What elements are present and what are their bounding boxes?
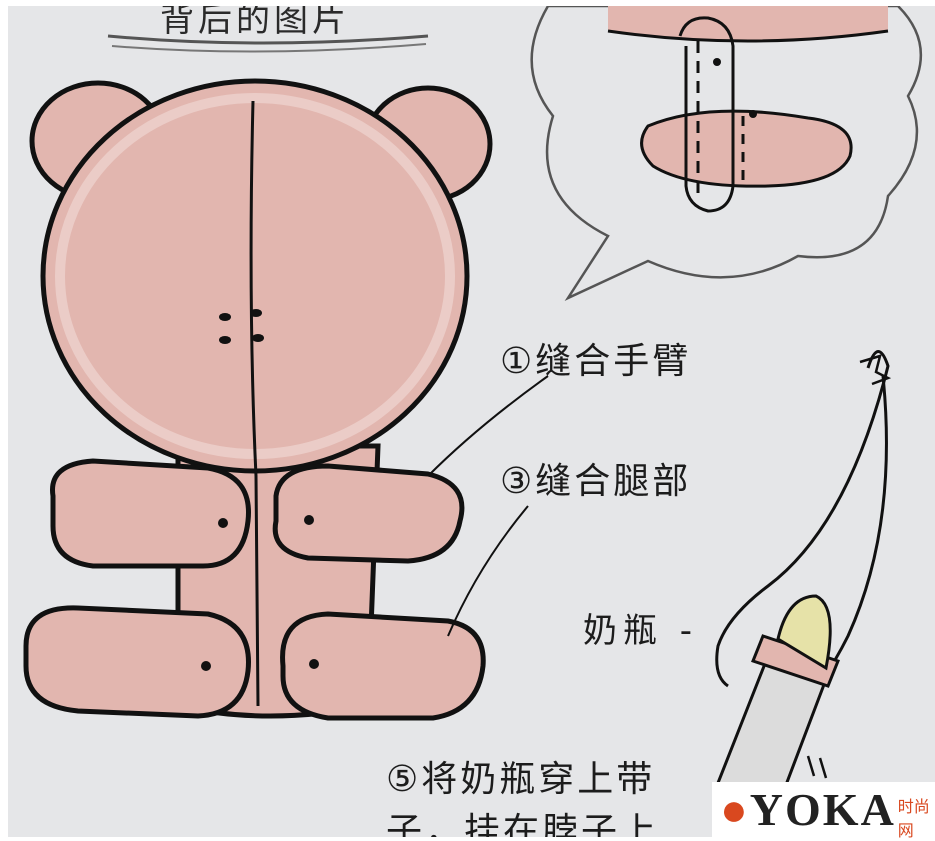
bear-figure [26,81,490,718]
strap-knot [860,356,888,384]
bottle-label: 奶瓶 - [583,603,698,652]
watermark-subtext: 时尚网 [898,793,935,841]
watermark-logo-text: YOKA [750,784,896,835]
bubble-bottle-part [642,111,852,186]
heading-underline-2 [112,44,426,52]
watermark-logo: ●YOKA [720,783,896,836]
step-3-label: ③缝合腿部 [500,452,691,504]
baby-bottle [716,351,888,806]
right-arm [275,466,462,561]
step-5-label: ⑤将奶瓶穿上带 [386,750,655,802]
watermark-logo-mark: ● [720,784,750,835]
step-5-continued-label: 子，挂在脖子上 [386,802,659,837]
left-leg [26,608,249,716]
craft-page: 背后的图片 ①缝合手臂 ③缝合腿部 奶瓶 - ⑤将奶瓶穿上带 子，挂在脖子上 [8,6,935,837]
step-1-label: ①缝合手臂 [500,332,691,384]
page-heading-fragment: 背后的图片 [160,6,350,41]
illustration-canvas [8,6,935,837]
detail-speech-bubble [532,6,921,298]
yoka-watermark: ●YOKA 时尚网 [712,782,935,837]
left-arm [53,461,249,566]
